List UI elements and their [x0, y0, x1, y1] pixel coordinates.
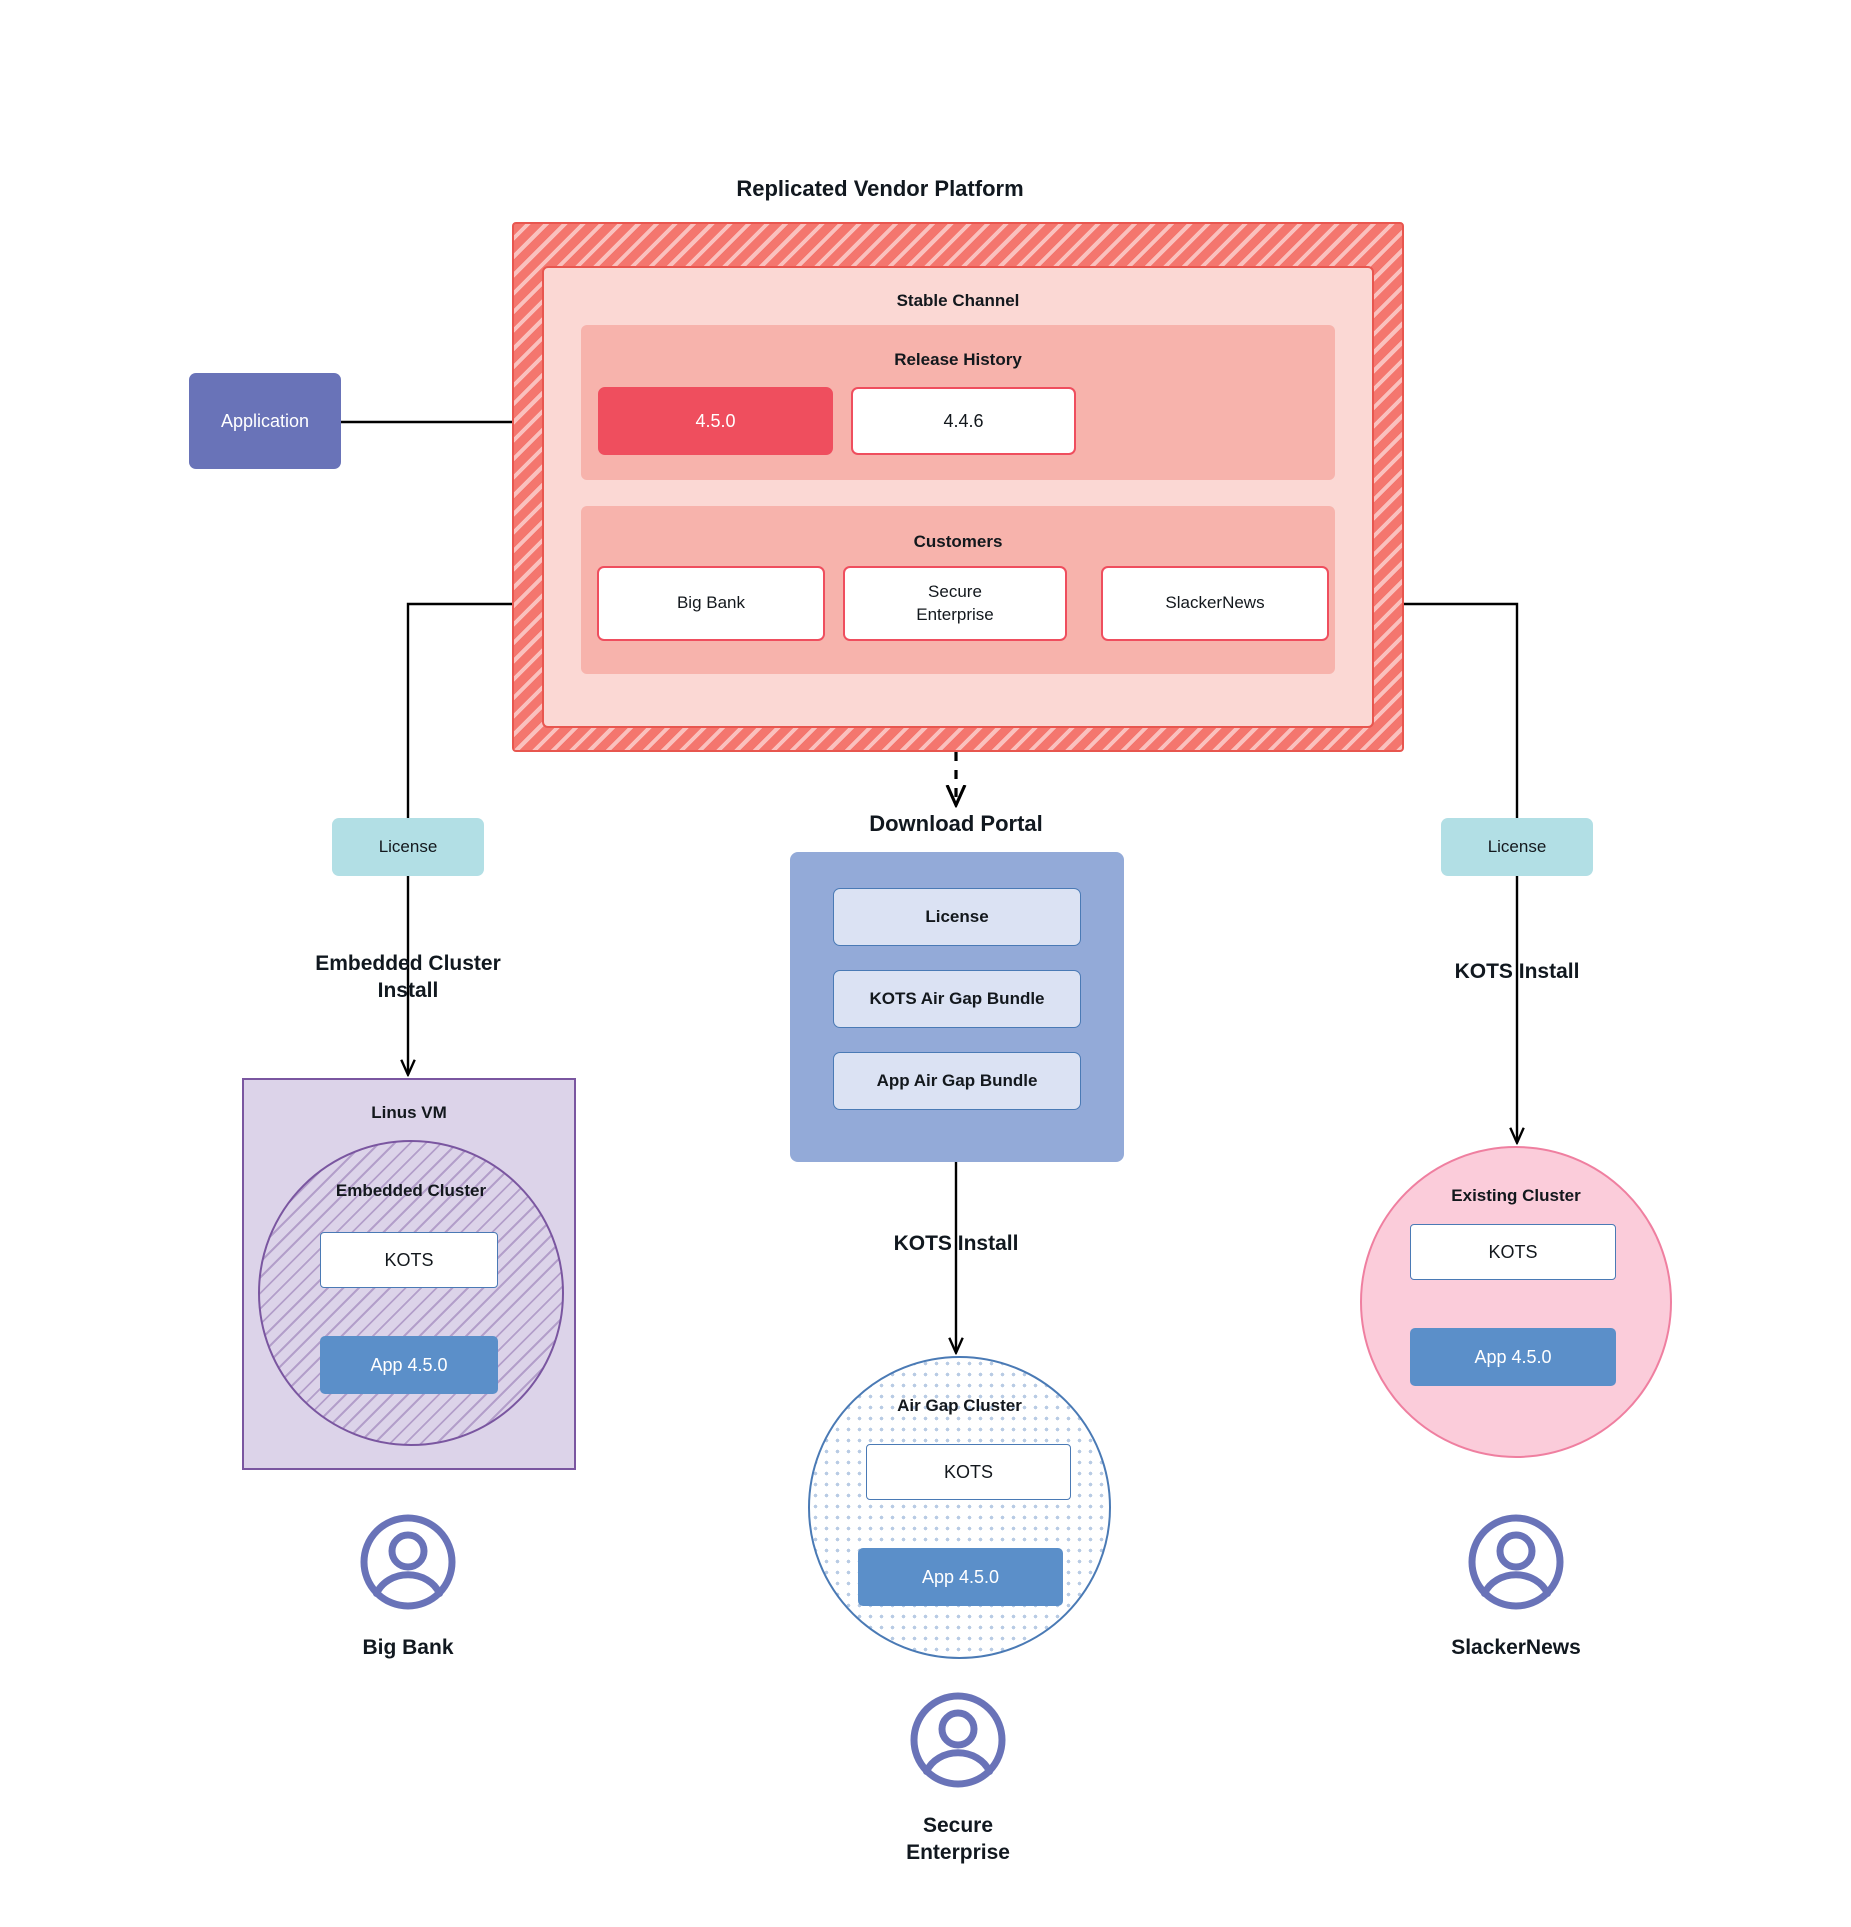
user-avatar-icon	[360, 1514, 456, 1610]
customers-heading: Customers	[913, 532, 1003, 551]
customer-slackernews[interactable]: SlackerNews	[1101, 566, 1329, 641]
kots-label: KOTS	[384, 1249, 434, 1270]
portal-item-kots-air-gap-bundle[interactable]: KOTS Air Gap Bundle	[833, 970, 1081, 1028]
existing-cluster-label: Existing Cluster	[1451, 1186, 1581, 1205]
release-4-4-6[interactable]: 4.4.6	[851, 387, 1076, 455]
license-chip-right[interactable]: License	[1441, 818, 1593, 876]
app-node-left[interactable]: App 4.5.0	[320, 1336, 498, 1394]
release-4-5-0[interactable]: 4.5.0	[598, 387, 833, 455]
user-avatar-icon	[910, 1692, 1006, 1788]
portal-item-label: App Air Gap Bundle	[876, 1071, 1038, 1090]
avatar-big-bank	[358, 1512, 458, 1617]
portal-item-app-air-gap-bundle[interactable]: App Air Gap Bundle	[833, 1052, 1081, 1110]
portal-item-label: KOTS Air Gap Bundle	[869, 989, 1045, 1008]
app-label: App 4.5.0	[921, 1566, 1000, 1587]
existing-cluster-circle	[1360, 1146, 1672, 1458]
customer-name: Secure Enterprise	[916, 582, 994, 624]
avatar-secure-enterprise	[908, 1690, 1008, 1795]
portal-item-license[interactable]: License	[833, 888, 1081, 946]
customer-name: SlackerNews	[1165, 593, 1265, 613]
kots-label: KOTS	[943, 1461, 993, 1482]
user-avatar-icon	[1468, 1514, 1564, 1610]
persona-label-secure-enterprise: Secure Enterprise	[906, 1814, 1010, 1865]
install-caption-right: KOTS Install	[1454, 959, 1580, 983]
kots-node-center[interactable]: KOTS	[866, 1444, 1071, 1500]
app-node-right[interactable]: App 4.5.0	[1410, 1328, 1616, 1386]
release-version-label: 4.5.0	[695, 410, 736, 431]
platform-title: Replicated Vendor Platform	[736, 175, 1024, 201]
license-label: License	[1487, 837, 1547, 856]
install-caption-center: KOTS Install	[893, 1231, 1019, 1255]
kots-label: KOTS	[1488, 1241, 1538, 1262]
application-node[interactable]: Application	[189, 373, 341, 469]
kots-node-right[interactable]: KOTS	[1410, 1224, 1616, 1280]
release-history-heading: Release History	[894, 350, 1022, 369]
customer-big-bank[interactable]: Big Bank	[597, 566, 825, 641]
app-label: App 4.5.0	[1474, 1346, 1552, 1367]
license-chip-left[interactable]: License	[332, 818, 484, 876]
kots-node-left[interactable]: KOTS	[320, 1232, 498, 1288]
linux-vm-label: Linus VM	[371, 1103, 447, 1122]
install-caption-left: Embedded Cluster Install	[315, 952, 501, 1002]
persona-label-slackernews: SlackerNews	[1451, 1636, 1581, 1659]
customer-name: Big Bank	[676, 593, 746, 613]
avatar-slackernews	[1466, 1512, 1566, 1617]
embedded-cluster-label: Embedded Cluster	[335, 1181, 487, 1200]
air-gap-cluster-label: Air Gap Cluster	[897, 1396, 1022, 1415]
portal-item-label: License	[925, 907, 989, 926]
download-portal-title: Download Portal	[869, 810, 1043, 836]
stable-channel-heading: Stable Channel	[896, 291, 1020, 310]
customer-secure-enterprise[interactable]: Secure Enterprise	[843, 566, 1067, 641]
license-label: License	[378, 837, 438, 856]
app-node-center[interactable]: App 4.5.0	[858, 1548, 1063, 1606]
release-version-label: 4.4.6	[943, 410, 984, 431]
app-label: App 4.5.0	[370, 1354, 448, 1375]
persona-label-big-bank: Big Bank	[362, 1636, 454, 1659]
embedded-cluster-circle	[258, 1140, 564, 1446]
application-label: Application	[220, 410, 310, 431]
